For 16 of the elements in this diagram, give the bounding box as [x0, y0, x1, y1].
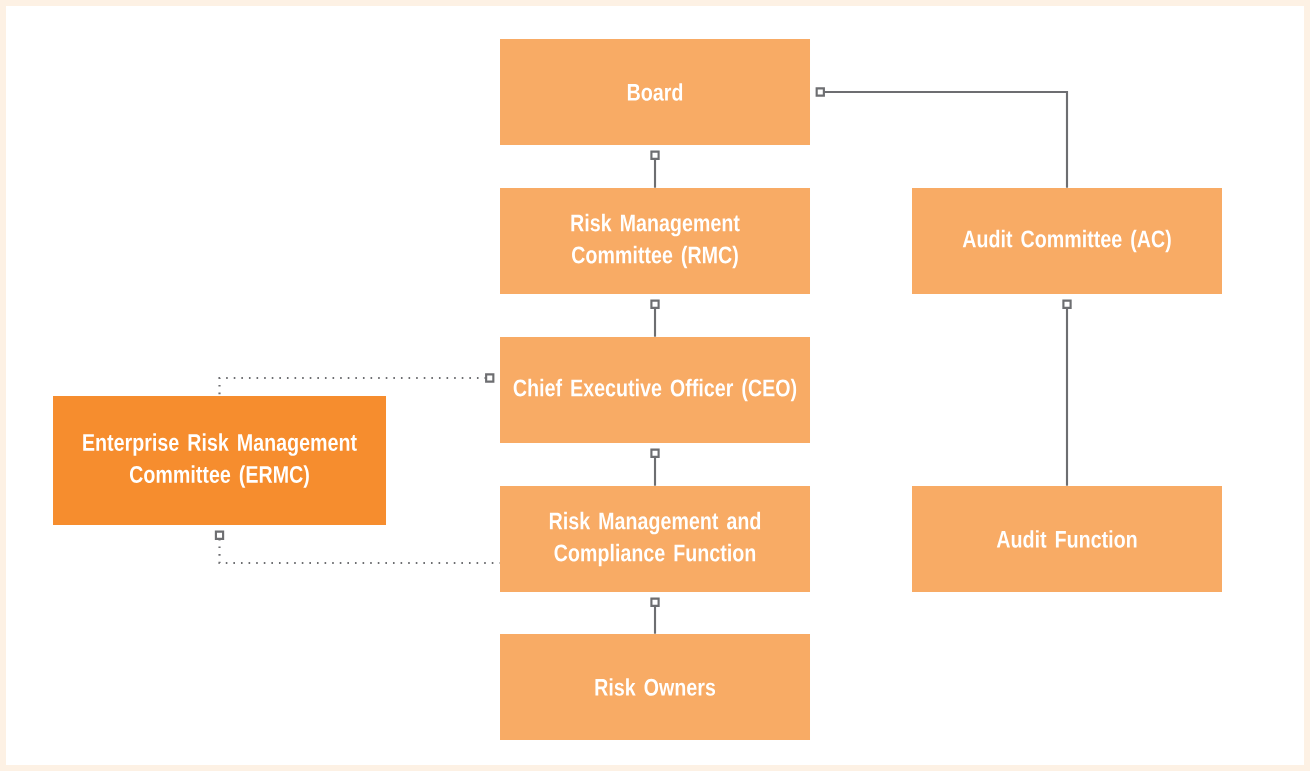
connector	[214, 530, 500, 565]
org-box: Board	[500, 39, 810, 145]
org-box: Risk Management and Compliance Function	[500, 486, 810, 592]
org-box: Risk Owners	[500, 634, 810, 740]
org-box: Chief Executive Officer (CEO)	[500, 337, 810, 443]
org-box: Enterprise Risk Management Committee (ERMC)	[53, 396, 386, 525]
connector	[650, 448, 660, 486]
org-box: Audit Function	[912, 486, 1222, 592]
org-box: Risk Management Committee (RMC)	[500, 188, 810, 294]
connector	[1062, 299, 1072, 486]
connector	[218, 373, 495, 396]
connector	[650, 150, 660, 188]
connector	[650, 299, 660, 337]
connector	[815, 87, 1069, 188]
connector	[650, 597, 660, 634]
org-box: Audit Committee (AC)	[912, 188, 1222, 294]
